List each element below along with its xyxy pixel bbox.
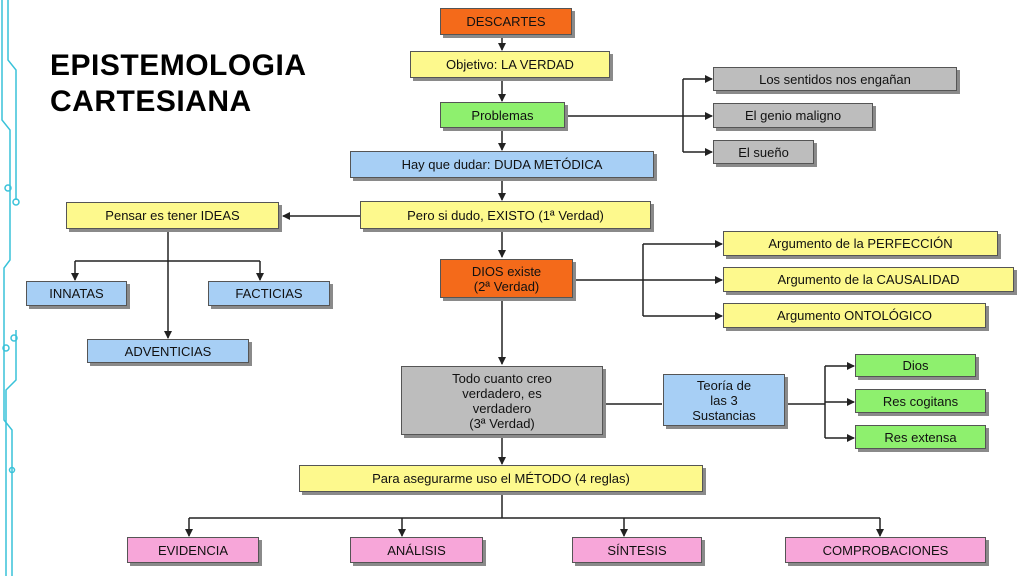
node-argumento-ontologico: Argumento ONTOLÓGICO bbox=[723, 303, 986, 328]
node-adventicias: ADVENTICIAS bbox=[87, 339, 249, 363]
node-innatas: INNATAS bbox=[26, 281, 127, 306]
title-line-1: EPISTEMOLOGIA bbox=[50, 49, 307, 82]
node-facticias: FACTICIAS bbox=[208, 281, 330, 306]
node-res-cogitans: Res cogitans bbox=[855, 389, 986, 413]
node-problemas: Problemas bbox=[440, 102, 565, 128]
node-argumento-causalidad: Argumento de la CAUSALIDAD bbox=[723, 267, 1014, 292]
node-res-extensa: Res extensa bbox=[855, 425, 986, 449]
node-sueno: El sueño bbox=[713, 140, 814, 164]
page-title: EPISTEMOLOGIA CARTESIANA bbox=[50, 48, 307, 120]
node-evidencia: EVIDENCIA bbox=[127, 537, 259, 563]
node-duda-metodica: Hay que dudar: DUDA METÓDICA bbox=[350, 151, 654, 178]
node-sintesis: SÍNTESIS bbox=[572, 537, 702, 563]
node-analisis: ANÁLISIS bbox=[350, 537, 483, 563]
node-dios: Dios bbox=[855, 354, 976, 377]
node-objetivo: Objetivo: LA VERDAD bbox=[410, 51, 610, 78]
node-metodo: Para asegurarme uso el MÉTODO (4 reglas) bbox=[299, 465, 703, 492]
node-sentidos: Los sentidos nos engañan bbox=[713, 67, 957, 91]
node-argumento-perfeccion: Argumento de la PERFECCIÓN bbox=[723, 231, 998, 256]
title-line-2: CARTESIANA bbox=[50, 85, 252, 118]
circuit-decoration bbox=[1, 0, 20, 576]
node-genio-maligno: El genio maligno bbox=[713, 103, 873, 128]
node-dios-existe: DIOS existe (2ª Verdad) bbox=[440, 259, 573, 298]
node-ideas: Pensar es tener IDEAS bbox=[66, 202, 279, 229]
node-tercera-verdad: Todo cuanto creo verdadero, es verdadero… bbox=[401, 366, 603, 435]
node-descartes: DESCARTES bbox=[440, 8, 572, 35]
node-existo: Pero si dudo, EXISTO (1ª Verdad) bbox=[360, 201, 651, 229]
node-teoria-sustancias: Teoría de las 3 Sustancias bbox=[663, 374, 785, 426]
node-comprobaciones: COMPROBACIONES bbox=[785, 537, 986, 563]
